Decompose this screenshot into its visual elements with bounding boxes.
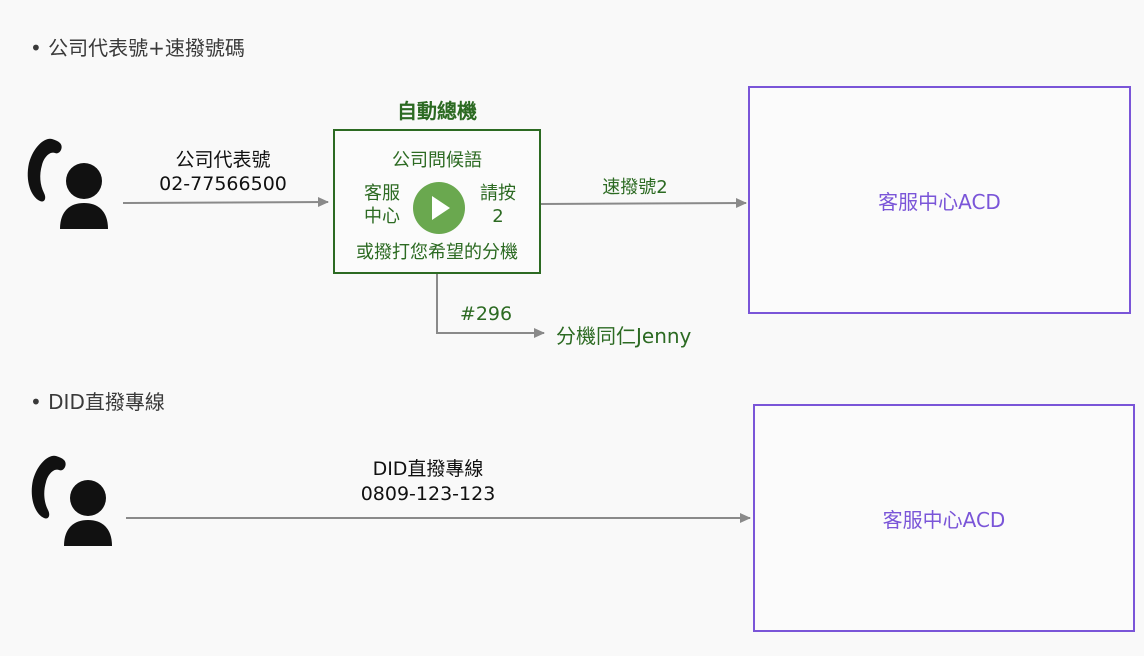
section-heading-company: • 公司代表號+速撥號碼 xyxy=(30,36,245,60)
phone-person-icon xyxy=(27,138,108,229)
caller-number-company: 02-77566500 xyxy=(159,173,287,195)
arrow-ivr-to-acd xyxy=(540,198,747,209)
phone-person-icon xyxy=(31,455,112,546)
caller-label-did: DID直撥專線 xyxy=(372,458,484,480)
caller-number-did: 0809-123-123 xyxy=(360,483,496,505)
caller-label-company: 公司代表號 xyxy=(175,149,271,171)
ivr-bottom-text: 或撥打您希望的分機 xyxy=(356,242,518,263)
arrow-ivr-to-extension xyxy=(436,274,545,338)
extension-target: 分機同仁Jenny xyxy=(556,324,692,348)
acd-label-company: 客服中心ACD xyxy=(878,189,1001,214)
acd-label-did: 客服中心ACD xyxy=(882,507,1006,532)
arrow-caller-to-ivr xyxy=(122,197,329,208)
section-heading-did: • DID直撥專線 xyxy=(30,390,165,414)
ivr-left-option-line2: 中心 xyxy=(364,206,400,227)
ivr-left-option-line1: 客服 xyxy=(364,183,400,204)
ivr-right-option-line2: 2 xyxy=(492,206,504,227)
ivr-greeting: 公司問候語 xyxy=(392,150,482,171)
acd-box-did: 客服中心ACD xyxy=(753,404,1135,632)
ivr-title: 自動總機 xyxy=(397,99,477,123)
extension-code: #296 xyxy=(459,303,513,325)
acd-box-company: 客服中心ACD xyxy=(748,86,1131,314)
speed-dial-label: 速撥號2 xyxy=(602,177,668,198)
play-icon[interactable] xyxy=(412,181,466,235)
ivr-right-option-line1: 請按 xyxy=(480,183,516,204)
